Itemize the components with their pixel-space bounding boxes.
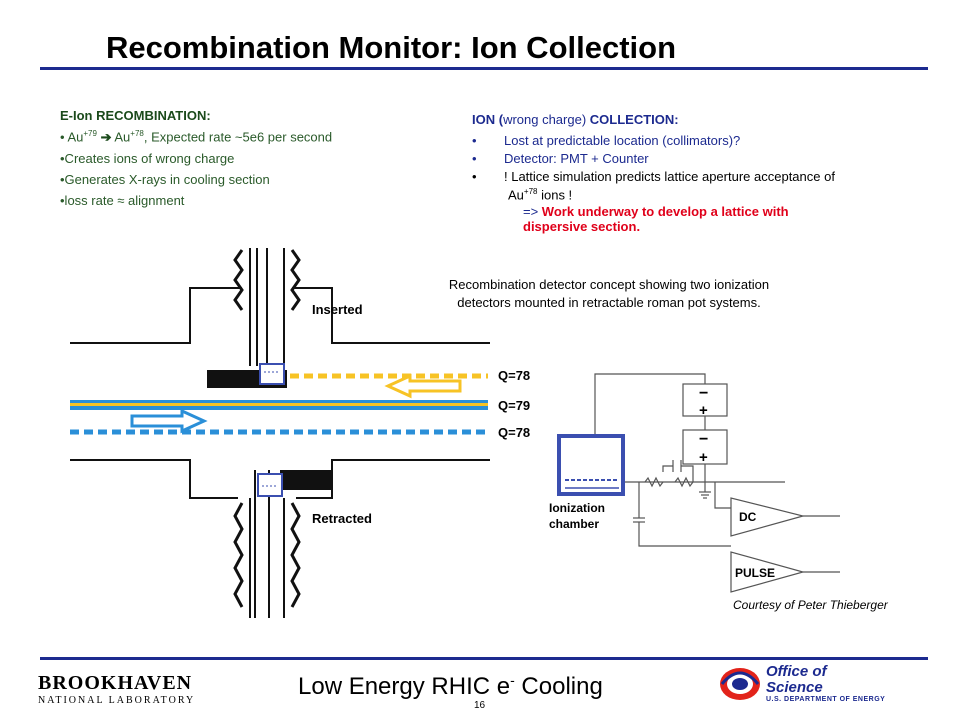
image-credit: Courtesy of Peter Thieberger	[733, 598, 888, 612]
plus-sign-2: +	[699, 449, 708, 466]
pot-bottom-block	[280, 470, 332, 490]
caption-line-1: Recombination detector concept showing t…	[448, 277, 770, 292]
au-text: • Au	[60, 129, 84, 145]
ion-bullet-location: • Lost at predictable location (collimat…	[472, 133, 892, 148]
label-ionization: Ionization	[549, 501, 605, 515]
heading-part1: ION (	[472, 112, 504, 127]
footer-title: Low Energy RHIC e- Cooling	[298, 672, 603, 701]
office-of-science-emblem-icon	[720, 667, 760, 700]
bnl-logo-line-2: NATIONAL LABORATORY	[38, 695, 196, 706]
label-chamber: chamber	[549, 517, 599, 531]
page-title: Recombination Monitor: Ion Collection	[106, 30, 677, 65]
bellows-bottom-right	[290, 502, 301, 608]
red-note-line2: dispersive section.	[523, 219, 641, 235]
charge-sup: +79	[83, 129, 97, 138]
ionization-chamber	[557, 434, 625, 496]
recombination-bullet-rate: • Au+79 ➔ Au+78, Expected rate ~5e6 per …	[60, 129, 420, 145]
resistor-1-icon	[644, 476, 664, 488]
battery-bottom	[682, 429, 728, 465]
bnl-logo-line-1: BROOKHAVEN	[38, 672, 193, 694]
label-inserted: Inserted	[312, 302, 363, 317]
brookhaven-logo: BROOKHAVEN NATIONAL LABORATORY	[38, 672, 195, 706]
recombination-heading: E-Ion RECOMBINATION:	[60, 108, 211, 123]
capacitor-2-icon	[633, 517, 645, 523]
recombination-bullet-xrays: •Generates X-rays in cooling section	[60, 172, 270, 188]
heading-part2: wrong charge)	[503, 112, 587, 127]
item-text: Detector: PMT + Counter	[504, 151, 649, 166]
plus-sign-1: +	[699, 402, 708, 419]
ofs-line-1: Office of	[766, 663, 827, 680]
bellows-top-right	[290, 249, 301, 311]
recombination-bullet-ions: •Creates ions of wrong charge	[60, 151, 235, 167]
recombination-bullet-loss: •loss rate ≈ alignment	[60, 193, 185, 209]
ion-collection-section: ION (wrong charge) COLLECTION: • Lost at…	[472, 112, 892, 234]
arrow-right-icon	[130, 408, 208, 434]
arrow-left-icon	[384, 373, 462, 399]
detector-top	[259, 363, 285, 385]
footer-sup: -	[510, 672, 515, 688]
ion-bullet-lattice-cont: Au+78 ions !	[472, 187, 892, 202]
battery-top	[682, 383, 728, 417]
arrow-text: =>	[523, 204, 542, 220]
office-of-science-logo: Office of Science U.S. DEPARTMENT OF ENE…	[718, 664, 885, 703]
charge-sup: +78	[523, 187, 538, 196]
recombination-section: E-Ion RECOMBINATION: • Au+79 ➔ Au+78, Ex…	[60, 108, 420, 214]
ofs-line-3: U.S. DEPARTMENT OF ENERGY	[766, 696, 886, 703]
ofs-line-2: Science	[766, 679, 823, 696]
minus-sign-2: −	[699, 431, 708, 448]
item-text: Lost at predictable location (collimator…	[504, 133, 741, 148]
detector-bottom	[257, 473, 283, 497]
dc-amplifier	[730, 497, 806, 537]
ion-bullet-lattice: • ! Lattice simulation predicts lattice …	[472, 169, 892, 184]
footer-divider	[40, 657, 928, 660]
ground-icon	[699, 491, 711, 499]
bellows-bottom-left	[233, 502, 244, 608]
ion-collection-heading: ION (wrong charge) COLLECTION:	[472, 112, 892, 127]
footer-text: Low Energy RHIC e	[298, 673, 511, 700]
ions-text: ions !	[537, 187, 573, 203]
label-pulse: PULSE	[735, 566, 775, 580]
red-note-line1: Work underway to develop a lattice with	[541, 204, 789, 220]
label-retracted: Retracted	[312, 511, 372, 526]
resistor-2-icon	[674, 476, 694, 488]
footer-text-2: Cooling	[514, 673, 603, 700]
capacitor-icon	[672, 460, 682, 472]
au-text-2: Au	[114, 129, 131, 145]
caption-line-2: detectors mounted in retractable roman p…	[457, 295, 761, 310]
bullet: •	[472, 151, 477, 166]
label-q79: Q=79	[498, 398, 530, 413]
charge-sup-2: +78	[130, 129, 144, 138]
au-text: Au	[508, 187, 524, 203]
bullet: •	[472, 169, 477, 184]
roman-pot-diagram: Inserted Q=78 Q=79 Q=78 Retracted	[70, 248, 530, 618]
vessel-top	[70, 248, 490, 366]
rate-text: , Expected rate ~5e6 per second	[143, 129, 333, 145]
work-underway-note: => Work underway to develop a lattice wi…	[472, 204, 892, 234]
minus-sign-1: −	[699, 385, 708, 402]
label-q78-bottom: Q=78	[498, 425, 530, 440]
ionization-circuit-diagram: − + − + Ionization chamber DC PULSE	[549, 373, 840, 593]
pulse-amplifier	[730, 551, 806, 593]
item-text: ! Lattice simulation predicts lattice ap…	[504, 169, 835, 184]
title-divider	[40, 67, 928, 70]
label-dc: DC	[739, 510, 757, 524]
bullet: •	[472, 133, 477, 148]
arrow-right-icon: ➔	[100, 129, 112, 145]
bellows-top-left	[233, 249, 244, 311]
heading-part3: COLLECTION:	[586, 112, 679, 127]
circuit-wires	[594, 373, 840, 573]
figure-caption: Recombination detector concept showing t…	[424, 276, 794, 312]
page-number: 16	[474, 700, 486, 711]
label-q78-top: Q=78	[498, 368, 530, 383]
ion-bullet-detector: • Detector: PMT + Counter	[472, 151, 892, 166]
